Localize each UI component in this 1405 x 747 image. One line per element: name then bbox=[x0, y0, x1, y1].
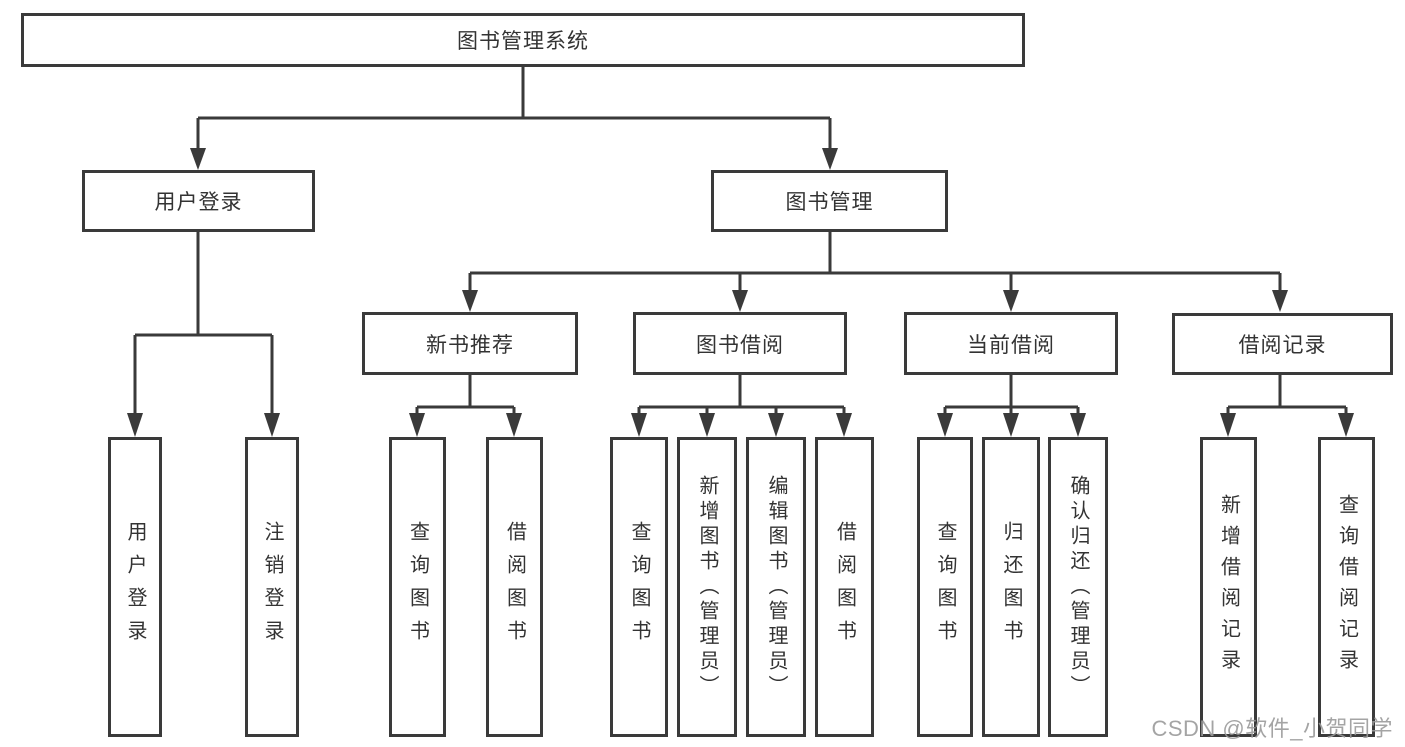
arrow-to-leaf-newrec-query bbox=[409, 413, 425, 437]
arrow-to-leaf-borrow-query bbox=[631, 413, 647, 437]
node-current-borrow-label: 当前借阅 bbox=[967, 333, 1055, 357]
arrow-to-leaf-borrow-edit bbox=[768, 413, 784, 437]
node-new-book-rec-label: 新书推荐 bbox=[426, 333, 514, 357]
leaf-record-add-label: 新增借阅记录 bbox=[1217, 494, 1240, 680]
arrow-to-leaf-current-return bbox=[1003, 413, 1019, 437]
leaf-record-query-label: 查询借阅记录 bbox=[1335, 494, 1358, 680]
arrow-to-book-mgmt bbox=[822, 148, 838, 170]
arrow-to-leaf-newrec-borrow bbox=[506, 413, 522, 437]
node-new-book-rec: 新书推荐 bbox=[362, 312, 578, 375]
leaf-logout-login: 注销登录 bbox=[245, 437, 299, 737]
leaf-user-login: 用户登录 bbox=[108, 437, 162, 737]
arrow-to-leaf-borrow-borrow bbox=[836, 413, 852, 437]
node-user-login-label: 用户登录 bbox=[154, 191, 243, 214]
connector-book-mgmt bbox=[468, 232, 1282, 292]
leaf-logout-login-label: 注销登录 bbox=[261, 521, 283, 653]
node-borrow-record: 借阅记录 bbox=[1172, 313, 1393, 375]
node-user-login: 用户登录 bbox=[82, 170, 315, 232]
leaf-borrow-edit-book-label: 编辑图书（管理员） bbox=[765, 474, 787, 700]
arrow-to-leaf-current-confirm bbox=[1070, 413, 1086, 437]
node-root-label: 图书管理系统 bbox=[457, 30, 589, 53]
leaf-newrec-query-book-label: 查询图书 bbox=[406, 521, 429, 653]
leaf-current-confirm-return-label: 确认归还（管理员） bbox=[1067, 474, 1089, 700]
connector-current-borrow bbox=[943, 375, 1080, 415]
leaf-borrow-edit-book: 编辑图书（管理员） bbox=[746, 437, 806, 737]
csdn-watermark: CSDN @软件_小贺同学 bbox=[1151, 716, 1393, 741]
leaf-borrow-borrow-book-label: 借阅图书 bbox=[833, 521, 856, 653]
arrow-to-new-book-rec bbox=[462, 290, 478, 312]
leaf-borrow-add-book: 新增图书（管理员） bbox=[677, 437, 737, 737]
connector-book-borrow bbox=[637, 375, 846, 415]
connector-new-book-rec bbox=[415, 375, 516, 415]
arrow-to-leaf-logout bbox=[264, 413, 280, 437]
leaf-current-return-book: 归还图书 bbox=[982, 437, 1040, 737]
leaf-record-query: 查询借阅记录 bbox=[1318, 437, 1375, 737]
arrow-to-leaf-login bbox=[127, 413, 143, 437]
connector-user-login bbox=[133, 232, 274, 415]
leaf-user-login-label: 用户登录 bbox=[124, 521, 146, 653]
leaf-record-add: 新增借阅记录 bbox=[1200, 437, 1257, 737]
arrow-to-leaf-borrow-add bbox=[699, 413, 715, 437]
connector-root bbox=[196, 67, 832, 150]
leaf-current-confirm-return: 确认归还（管理员） bbox=[1048, 437, 1108, 737]
node-root: 图书管理系统 bbox=[21, 13, 1025, 67]
arrow-to-user-login bbox=[190, 148, 206, 170]
connector-borrow-record bbox=[1226, 375, 1348, 415]
node-book-borrow-label: 图书借阅 bbox=[696, 333, 784, 357]
leaf-newrec-borrow-book-label: 借阅图书 bbox=[503, 521, 526, 653]
leaf-borrow-query-book: 查询图书 bbox=[610, 437, 668, 737]
arrow-to-leaf-record-add bbox=[1220, 413, 1236, 437]
leaf-newrec-query-book: 查询图书 bbox=[389, 437, 446, 737]
arrow-to-leaf-current-query bbox=[937, 413, 953, 437]
leaf-current-query-book: 查询图书 bbox=[917, 437, 973, 737]
arrow-to-book-borrow bbox=[732, 290, 748, 312]
arrow-to-current-borrow bbox=[1003, 290, 1019, 312]
leaf-borrow-borrow-book: 借阅图书 bbox=[815, 437, 874, 737]
node-book-mgmt: 图书管理 bbox=[711, 170, 948, 232]
leaf-newrec-borrow-book: 借阅图书 bbox=[486, 437, 543, 737]
node-book-mgmt-label: 图书管理 bbox=[785, 191, 874, 214]
leaf-current-query-book-label: 查询图书 bbox=[934, 521, 956, 653]
node-book-borrow: 图书借阅 bbox=[633, 312, 847, 375]
leaf-borrow-query-book-label: 查询图书 bbox=[628, 521, 650, 653]
arrow-to-leaf-record-query bbox=[1338, 413, 1354, 437]
leaf-borrow-add-book-label: 新增图书（管理员） bbox=[696, 474, 718, 700]
node-borrow-record-label: 借阅记录 bbox=[1238, 334, 1327, 357]
node-current-borrow: 当前借阅 bbox=[904, 312, 1118, 375]
leaf-current-return-book-label: 归还图书 bbox=[1000, 521, 1022, 653]
arrow-to-borrow-record bbox=[1272, 290, 1288, 312]
